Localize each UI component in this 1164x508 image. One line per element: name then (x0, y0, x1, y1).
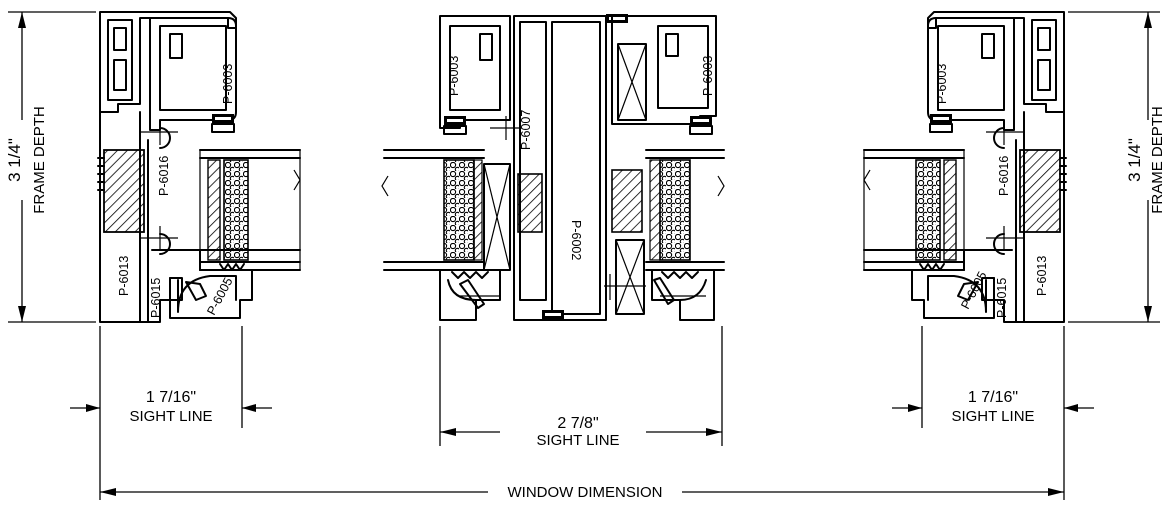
frame-depth-right-label: FRAME DEPTH (1149, 106, 1164, 214)
part-label-right-6013: P-6013 (1035, 256, 1049, 296)
sight-line-right-label: SIGHT LINE (951, 408, 1034, 425)
frame-depth-right-value: 3 1/4" (1125, 138, 1144, 182)
part-labels: P-6003 P-6016 P-6013 P-6015 P-6005 P-600… (117, 56, 1049, 318)
part-label-center-6002: P-6002 (569, 220, 583, 260)
center-mullion-section (381, 14, 725, 321)
frame-depth-left-value: 3 1/4" (5, 138, 24, 182)
sight-line-left-label: SIGHT LINE (129, 408, 212, 425)
sight-line-right-value: 1 7/16" (968, 389, 1018, 406)
part-label-left-6005: P-6005 (204, 275, 235, 317)
window-dimension-label: WINDOW DIMENSION (508, 484, 663, 501)
part-label-center-6007: P-6007 (519, 110, 533, 150)
frame-depth-left-label: FRAME DEPTH (31, 106, 48, 214)
part-label-left-6013: P-6013 (117, 256, 131, 296)
part-label-right-6015: P-6015 (995, 278, 1009, 318)
part-label-center-6003-left: P-6003 (447, 56, 461, 96)
part-label-left-6015: P-6015 (149, 278, 163, 318)
left-jamb-section (97, 11, 301, 323)
sight-line-center-value: 2 7/8" (557, 415, 598, 432)
part-label-left-6016: P-6016 (157, 156, 171, 196)
dimension-lines (8, 11, 1160, 500)
sight-line-left-value: 1 7/16" (146, 389, 196, 406)
part-label-center-6003-right: P-6003 (701, 56, 715, 96)
dimension-labels: 3 1/4" FRAME DEPTH 3 1/4" FRAME DEPTH 1 … (5, 106, 1164, 501)
right-jamb-section (863, 11, 1067, 323)
sight-line-center-label: SIGHT LINE (536, 432, 619, 449)
part-label-left-6003: P-6003 (221, 64, 235, 104)
part-label-right-6016: P-6016 (997, 156, 1011, 196)
part-label-right-6003: P-6003 (935, 64, 949, 104)
